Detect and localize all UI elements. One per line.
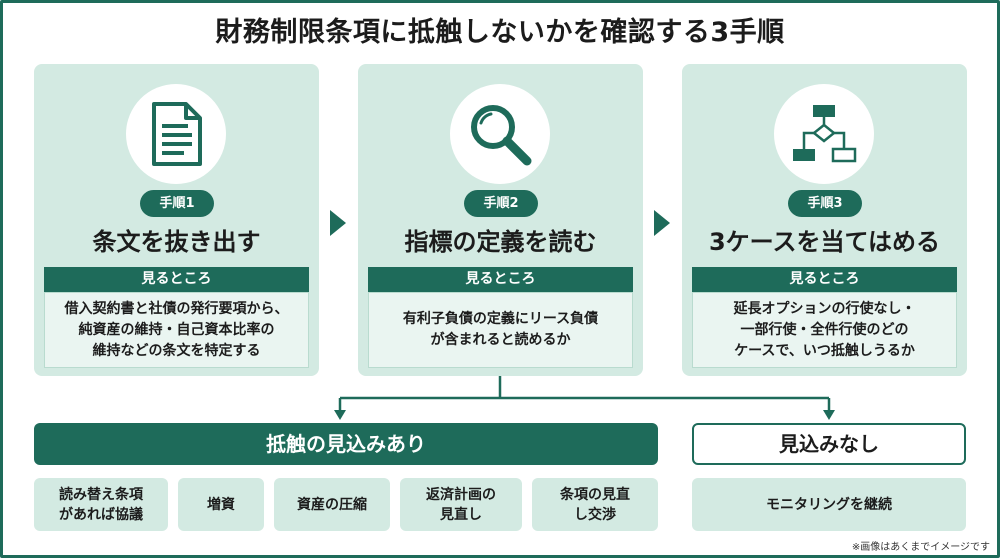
step-1-title: 条文を抜き出す [92,228,261,256]
step-3-title: 3ケースを当てはめる [708,228,941,256]
step-3-description: 延長オプションの行使なし・ 一部行使・全件行使のどの ケースで、いつ抵触しうるか [692,292,957,368]
arrow-right-icon [330,210,346,236]
outcome-safe-bar: 見込みなし [692,423,966,465]
step-2-icon-circle [450,84,550,184]
flowchart-icon [793,105,857,163]
magnifier-icon [471,105,532,166]
step-card-3: 手順3 3ケースを当てはめる 見るところ 延長オプションの行使なし・ 一部行使・… [682,64,967,376]
risk-action-item: 増資 [178,478,264,531]
risk-action-item: 読み替え条項 があれば協議 [34,478,168,531]
step-card-2: 手順2 指標の定義を読む 見るところ 有利子負債の定義にリース負債 が含まれると… [358,64,643,376]
risk-action-item: 条項の見直 し交渉 [532,478,658,531]
safe-action-item: モニタリングを継続 [692,478,966,531]
step-3-icon-circle [774,84,874,184]
step-1-badge: 手順1 [140,190,214,217]
risk-action-item: 資産の圧縮 [274,478,390,531]
step-3-badge: 手順3 [788,190,862,217]
page-title: 財務制限条項に抵触しないかを確認する3手順 [215,17,785,48]
arrow-right-icon [654,210,670,236]
step-card-1: 手順1 条文を抜き出す 見るところ 借入契約書と社債の発行要項から、 純資産の維… [34,64,319,376]
step-2-badge: 手順2 [464,190,538,217]
step-1-icon-circle [126,84,226,184]
step-3-look-label: 見るところ [692,267,957,292]
step-1-description: 借入契約書と社債の発行要項から、 純資産の維持・自己資本比率の 維持などの条文を… [44,292,309,368]
step-2-look-label: 見るところ [368,267,633,292]
outcome-risk-bar: 抵触の見込みあり [34,423,658,465]
step-1-look-label: 見るところ [44,267,309,292]
risk-action-item: 返済計画の 見直し [400,478,522,531]
step-2-title: 指標の定義を読む [404,228,597,256]
image-note: ※画像はあくまでイメージです [851,542,990,553]
step-2-description: 有利子負債の定義にリース負債 が含まれると読めるか [368,292,633,368]
document-icon [152,102,202,166]
